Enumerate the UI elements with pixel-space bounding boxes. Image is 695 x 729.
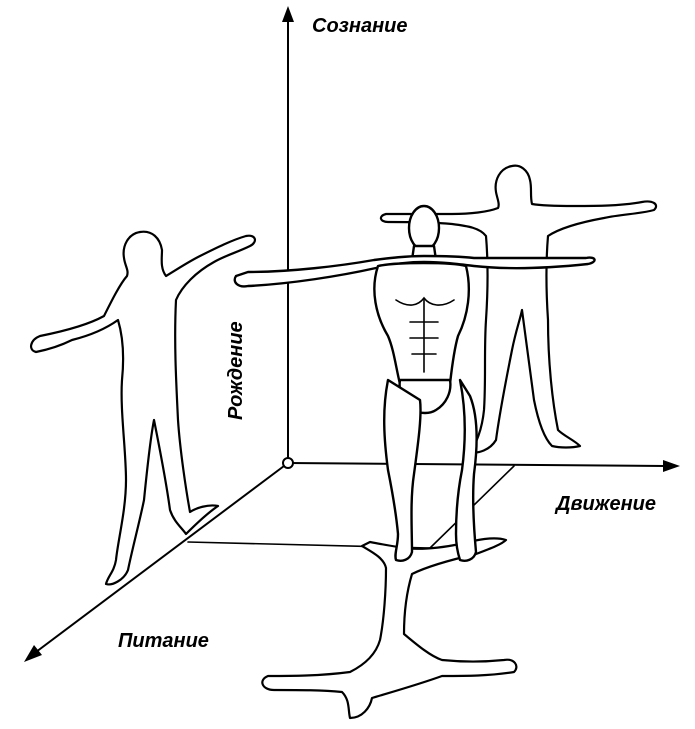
axis-label-birth: Рождение [225,321,248,420]
origin-point [283,458,293,468]
figure-right-leg [456,380,477,561]
axis-label-nutrition: Питание [118,630,209,653]
depth-axis-arrow [24,645,42,662]
depth-axis [36,463,288,652]
figure-left-leg [384,380,420,561]
figure-head [409,206,439,250]
left-wall-silhouette [31,232,255,585]
horizontal-axis [288,463,665,466]
axis-label-consciousness: Сознание [312,15,408,38]
figure-torso [374,263,468,390]
axis-label-movement: Движение [556,493,656,516]
vertical-axis-arrow [282,6,294,22]
floor-silhouette [262,538,516,718]
horizontal-axis-arrow [663,460,680,472]
